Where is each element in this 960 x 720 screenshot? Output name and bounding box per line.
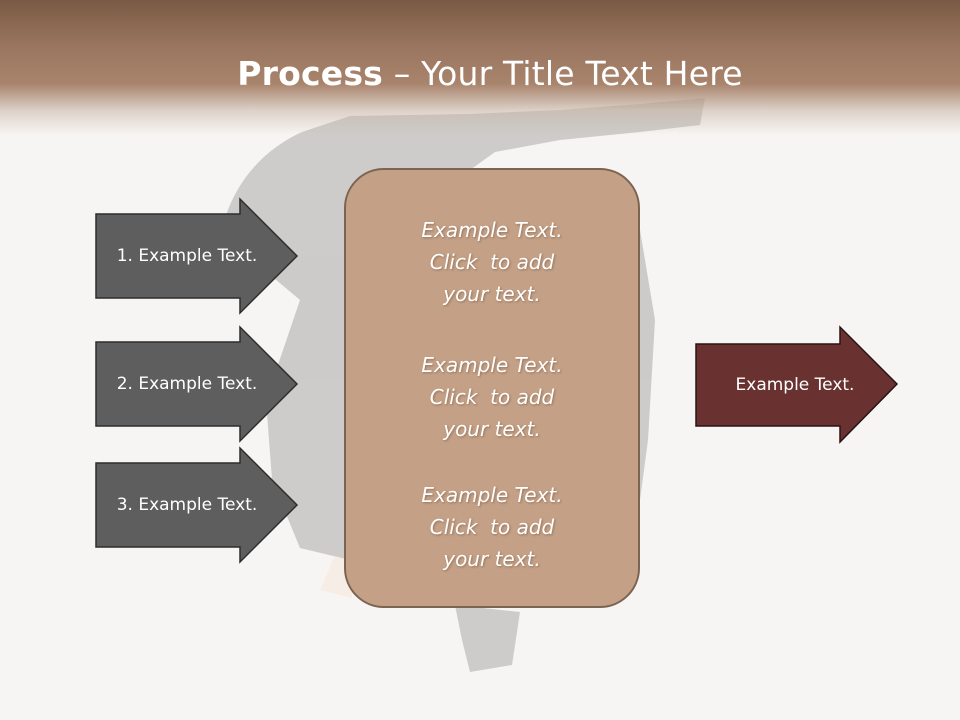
- center-text-line: your text.: [443, 547, 541, 571]
- output-arrow-shape: [695, 325, 899, 444]
- center-text-block-2: Example Text. Click to add your text.: [346, 349, 638, 445]
- slide-title: Process – Your Title Text Here: [0, 54, 960, 93]
- center-text-block-3: Example Text. Click to add your text.: [346, 479, 638, 575]
- input-arrow-shape: [95, 197, 299, 315]
- input-arrow-shape: [95, 325, 299, 443]
- center-process-box[interactable]: Example Text. Click to add your text. Ex…: [344, 168, 640, 608]
- title-bold: Process: [237, 54, 384, 93]
- input-arrow-2[interactable]: 2. Example Text.: [95, 325, 301, 443]
- output-arrow-label: Example Text.: [735, 375, 855, 395]
- output-arrow[interactable]: Example Text.: [695, 325, 901, 444]
- center-text-block-1: Example Text. Click to add your text.: [346, 214, 638, 310]
- center-text-line: Example Text.: [421, 218, 563, 242]
- center-text-line: Click to add: [429, 250, 555, 274]
- center-text-line: Click to add: [429, 515, 555, 539]
- input-arrow-3[interactable]: 3. Example Text.: [95, 446, 301, 564]
- input-arrow-label: 2. Example Text.: [116, 374, 258, 394]
- input-arrow-shape: [95, 446, 299, 564]
- input-arrow-label: 1. Example Text.: [116, 246, 258, 266]
- center-text-line: Click to add: [429, 385, 555, 409]
- input-arrow-1[interactable]: 1. Example Text.: [95, 197, 301, 315]
- title-bar: [0, 0, 960, 135]
- center-text-line: Example Text.: [421, 353, 563, 377]
- center-text-line: your text.: [443, 417, 541, 441]
- input-arrow-label: 3. Example Text.: [116, 495, 258, 515]
- title-rest: – Your Title Text Here: [383, 54, 743, 93]
- center-text-line: your text.: [443, 282, 541, 306]
- center-text-line: Example Text.: [421, 483, 563, 507]
